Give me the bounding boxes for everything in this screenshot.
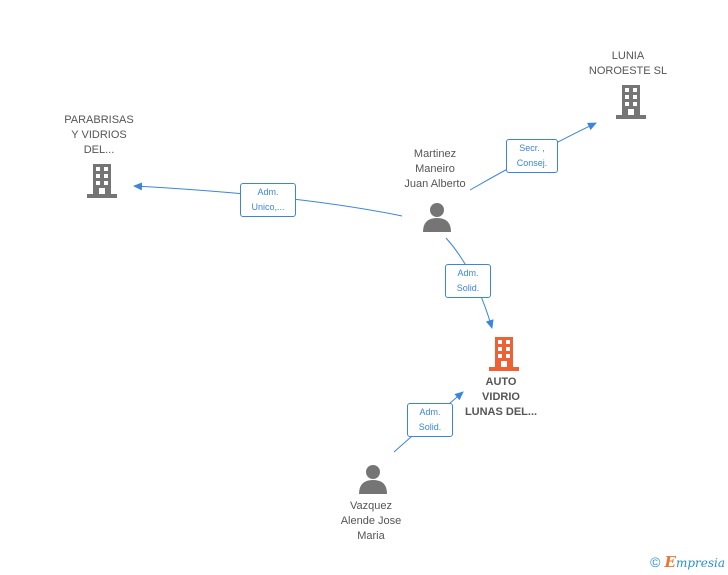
person-label-martinez[interactable]: Martinez Maneiro Juan Alberto (385, 147, 485, 192)
role-line: Adm. (257, 187, 279, 197)
label-line: Vazquez (350, 500, 392, 512)
label-line: LUNAS DEL... (464, 406, 538, 418)
role-line: Consej. (516, 158, 548, 168)
label-line: AUTO (485, 376, 517, 388)
building-icon[interactable] (86, 164, 118, 198)
building-icon[interactable] (615, 85, 647, 119)
company-label-lunia[interactable]: LUNIA NOROESTE SL (578, 49, 678, 79)
person-icon[interactable] (358, 464, 388, 494)
empresia-brand[interactable]: ©Empresia (650, 553, 725, 571)
person-label-vazquez[interactable]: Vazquez Alende Jose Maria (321, 499, 421, 544)
role-badge-adm-unico[interactable]: Adm. Unico,... (240, 183, 296, 217)
building-icon[interactable] (488, 337, 520, 371)
role-line: Secr. , (519, 143, 545, 153)
label-line: NOROESTE SL (588, 65, 668, 77)
role-line: Adm. (457, 268, 479, 278)
role-badge-adm-solid-vazquez[interactable]: Adm. Solid. (407, 403, 453, 437)
role-line: Solid. (456, 283, 480, 293)
role-line: Adm. (419, 407, 441, 417)
brand-initial: E (664, 553, 676, 571)
copyright-symbol: © (650, 554, 661, 570)
label-line: DEL... (83, 144, 115, 156)
role-badge-adm-solid-martinez[interactable]: Adm. Solid. (445, 264, 491, 298)
label-line: Maneiro (415, 163, 455, 175)
label-line: Maria (357, 530, 385, 542)
label-line: Alende Jose (340, 515, 402, 527)
label-line: LUNIA (611, 50, 645, 62)
label-line: Y VIDRIOS (71, 129, 127, 141)
label-line: Martinez (413, 148, 457, 160)
role-line: Unico,... (251, 202, 285, 212)
person-icon[interactable] (422, 202, 452, 232)
label-line: Juan Alberto (404, 178, 466, 190)
company-label-auto-vidrio[interactable]: AUTO VIDRIO LUNAS DEL... (450, 375, 552, 420)
company-label-parabrisas[interactable]: PARABRISAS Y VIDRIOS DEL... (48, 113, 150, 158)
role-badge-secr-consej[interactable]: Secr. , Consej. (506, 139, 558, 173)
brand-name: mpresia (675, 556, 725, 570)
label-line: VIDRIO (482, 391, 520, 403)
role-line: Solid. (418, 422, 442, 432)
label-line: PARABRISAS (64, 114, 134, 126)
